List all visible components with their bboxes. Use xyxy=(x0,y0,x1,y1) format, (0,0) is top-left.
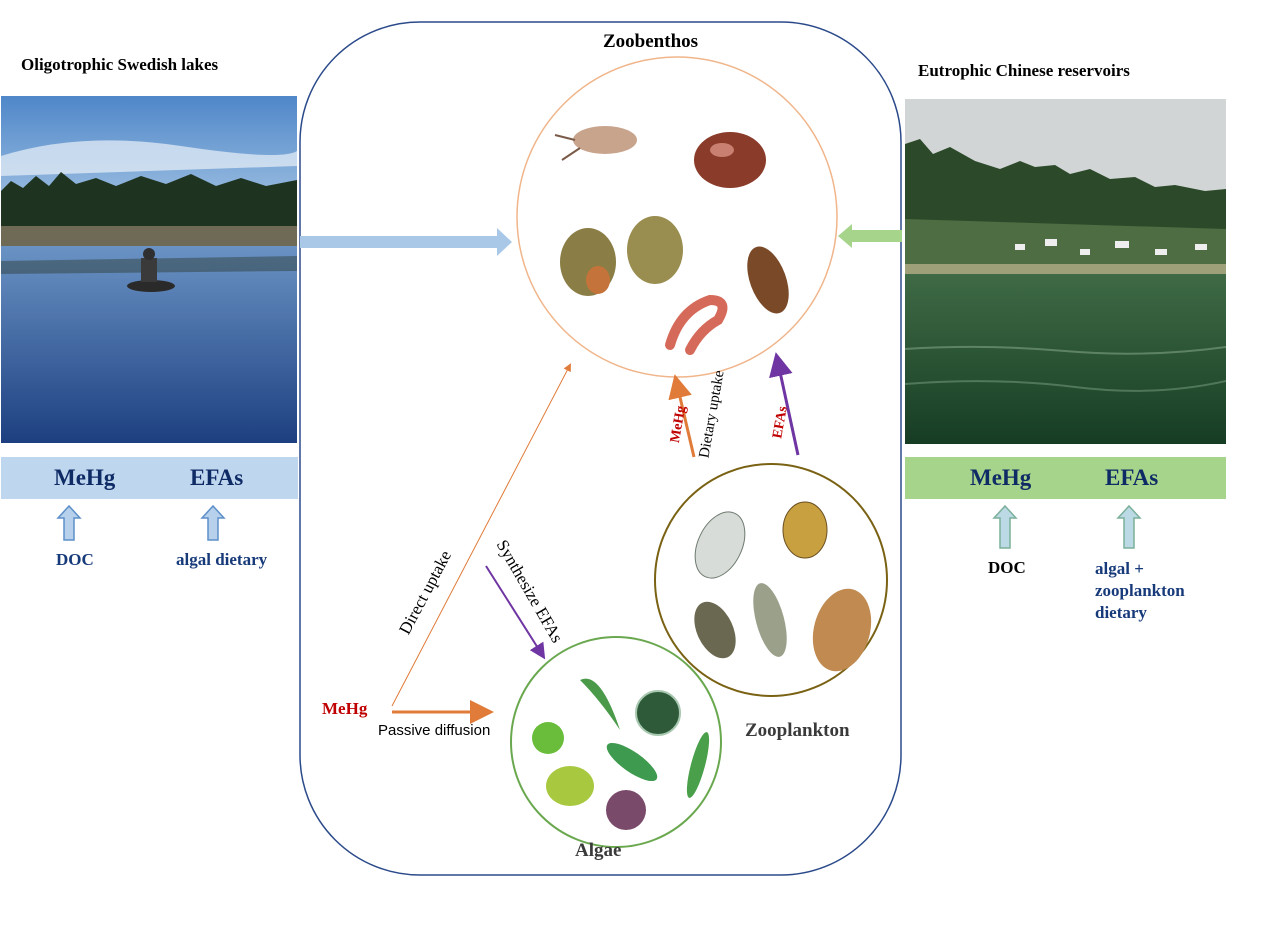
closterium-icon xyxy=(580,678,620,730)
snail-icon-2 xyxy=(627,216,683,284)
right-doc-label: DOC xyxy=(988,558,1026,577)
copepod-icon xyxy=(694,601,736,659)
zooplankton-circle xyxy=(654,463,888,697)
dragonfly-larva-icon xyxy=(747,246,789,314)
amphipod-icon xyxy=(573,126,637,154)
left-mehg-label: MeHg xyxy=(54,465,116,490)
right-driver-arrows xyxy=(992,504,1142,549)
beetle-icon xyxy=(694,132,766,188)
zoobenthos-label: Zoobenthos xyxy=(603,31,699,52)
rotifer-icon xyxy=(812,588,872,672)
left-efa-arrow xyxy=(200,504,226,541)
right-efas-label: EFAs xyxy=(1105,465,1159,490)
pennate-icon xyxy=(686,732,710,798)
chinese-reservoir-photo xyxy=(905,99,1226,444)
algae-label: Algae xyxy=(575,840,622,861)
right-mehg-label: MeHg xyxy=(970,465,1032,490)
left-inflow-arrow xyxy=(300,228,512,256)
mehg-source-label: MeHg xyxy=(322,699,368,718)
left-driver-arrows xyxy=(56,504,226,541)
right-efa-source-line1: algal + xyxy=(1095,559,1144,578)
algae-circle xyxy=(510,636,722,848)
right-doc-arrow xyxy=(992,504,1018,549)
dietary-uptake-label: Dietary uptake xyxy=(696,369,727,459)
left-title: Oligotrophic Swedish lakes xyxy=(21,55,219,74)
desmid-icon xyxy=(606,790,646,830)
right-efa-source-label: algal + zooplankton dietary xyxy=(1095,558,1185,624)
right-inflow-arrow xyxy=(838,224,902,248)
dietary-efas-label: EFAs xyxy=(770,405,790,440)
left-doc-arrow xyxy=(56,504,82,541)
synthesize-efas-arrow xyxy=(485,565,546,660)
daphnia-icon xyxy=(694,511,746,579)
right-band-fill xyxy=(905,457,1226,499)
passive-diffusion-label: Passive diffusion xyxy=(378,722,491,739)
right-efa-arrow xyxy=(1116,504,1142,549)
cosmarium-icon xyxy=(546,766,594,806)
nauplius-icon xyxy=(782,501,828,559)
synthesize-efas-label: Synthesize EFAs xyxy=(493,537,567,646)
left-efa-source-label: algal dietary xyxy=(176,550,268,569)
dietary-efas-arrow xyxy=(769,352,800,456)
dietary-mehg-arrow xyxy=(668,374,696,458)
swedish-lake-photo xyxy=(1,96,297,443)
right-title: Eutrophic Chinese reservoirs xyxy=(918,61,1130,80)
direct-uptake-label: Direct uptake xyxy=(395,547,455,637)
diatom-icon xyxy=(635,690,681,736)
chironomid-icon xyxy=(665,294,728,355)
right-efa-source-line3: dietary xyxy=(1095,603,1147,622)
ecosystem-frame xyxy=(299,21,902,876)
dietary-mehg-label: MeHg xyxy=(668,405,689,444)
copepod-icon-2 xyxy=(753,583,787,657)
algae-organisms xyxy=(532,678,710,830)
direct-uptake-arrow xyxy=(391,363,571,707)
left-efas-label: EFAs xyxy=(190,465,244,490)
right-efa-source-line2: zooplankton xyxy=(1095,581,1185,600)
zooplankton-label: Zooplankton xyxy=(745,720,850,741)
left-doc-label: DOC xyxy=(56,550,94,569)
zooplankton-organisms xyxy=(694,501,872,672)
left-indicator-band: MeHg EFAs xyxy=(1,457,298,499)
zoobenthos-organisms xyxy=(554,126,789,355)
chlorella-icon xyxy=(532,722,564,754)
left-band-fill xyxy=(1,457,298,499)
right-indicator-band: MeHg EFAs xyxy=(905,457,1226,499)
euglena-icon xyxy=(606,742,658,782)
